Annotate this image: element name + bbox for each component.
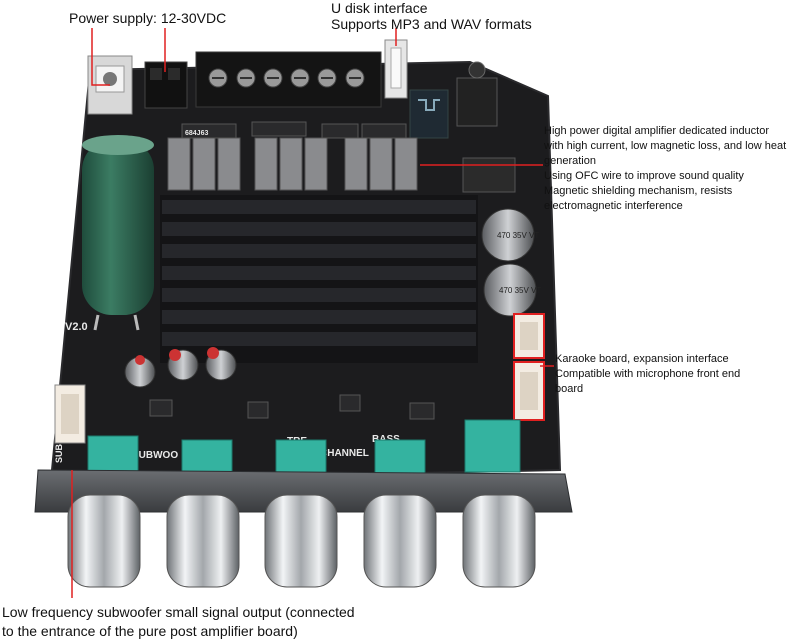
callout-inductor-line1: High power digital amplifier dedicated i… bbox=[544, 125, 770, 137]
board-version-text: V2.0 bbox=[65, 321, 88, 333]
callout-power-supply: Power supply: 12-30VDC bbox=[69, 10, 227, 26]
callout-karaoke-line3: board bbox=[555, 383, 584, 395]
callout-karaoke-line1: Karaoke board, expansion interface bbox=[555, 353, 729, 365]
heatsink bbox=[160, 195, 478, 363]
sub-port-label: SUB bbox=[54, 443, 64, 463]
callout-inductor-line2: with high current, low magnetic loss, an… bbox=[544, 140, 787, 152]
callout-udisk-formats: Supports MP3 and WAV formats bbox=[331, 16, 532, 32]
volume-knobs bbox=[67, 494, 536, 588]
silk-label-subwoofer: SUBWOO bbox=[132, 450, 178, 461]
cap-top-rating: 470 35V VT bbox=[497, 231, 539, 240]
bluetooth-module bbox=[409, 89, 449, 139]
callout-inductor-line6: electromagnetic interference bbox=[544, 200, 683, 212]
filter-capacitors bbox=[481, 208, 537, 317]
front-panel-plate bbox=[34, 469, 573, 513]
power-terminal bbox=[144, 61, 188, 109]
callout-sub-output-line1: Low frequency subwoofer small signal out… bbox=[2, 604, 355, 620]
potentiometers bbox=[87, 419, 521, 477]
callout-lines bbox=[71, 28, 554, 598]
silk-label-channel: CHANNEL bbox=[320, 448, 369, 459]
callout-inductor-line3: generation bbox=[544, 155, 596, 167]
callout-udisk-title: U disk interface bbox=[331, 0, 428, 16]
callout-karaoke-line2: Compatible with microphone front end bbox=[555, 368, 741, 380]
callout-sub-output-line2: to the entrance of the pure post amplifi… bbox=[2, 623, 298, 639]
audio-jack bbox=[456, 61, 498, 127]
dsp-chip bbox=[462, 157, 516, 193]
usb-port bbox=[384, 39, 408, 99]
ic-chips bbox=[149, 394, 435, 420]
callout-inductor-line5: Magnetic shielding mechanism, resists bbox=[544, 185, 733, 197]
cap-bottom-rating: 470 35V VT bbox=[499, 286, 541, 295]
main-capacitor bbox=[82, 135, 154, 331]
karaoke-connectors bbox=[513, 313, 545, 421]
small-capacitors bbox=[124, 347, 237, 388]
callout-inductor-line4: Using OFC wire to improve sound quality bbox=[544, 170, 744, 182]
inductor-array bbox=[167, 121, 418, 191]
speaker-terminal-block bbox=[195, 51, 382, 108]
inductor-code-text: 684J63 bbox=[185, 130, 208, 137]
sub-output-connector bbox=[54, 384, 86, 444]
